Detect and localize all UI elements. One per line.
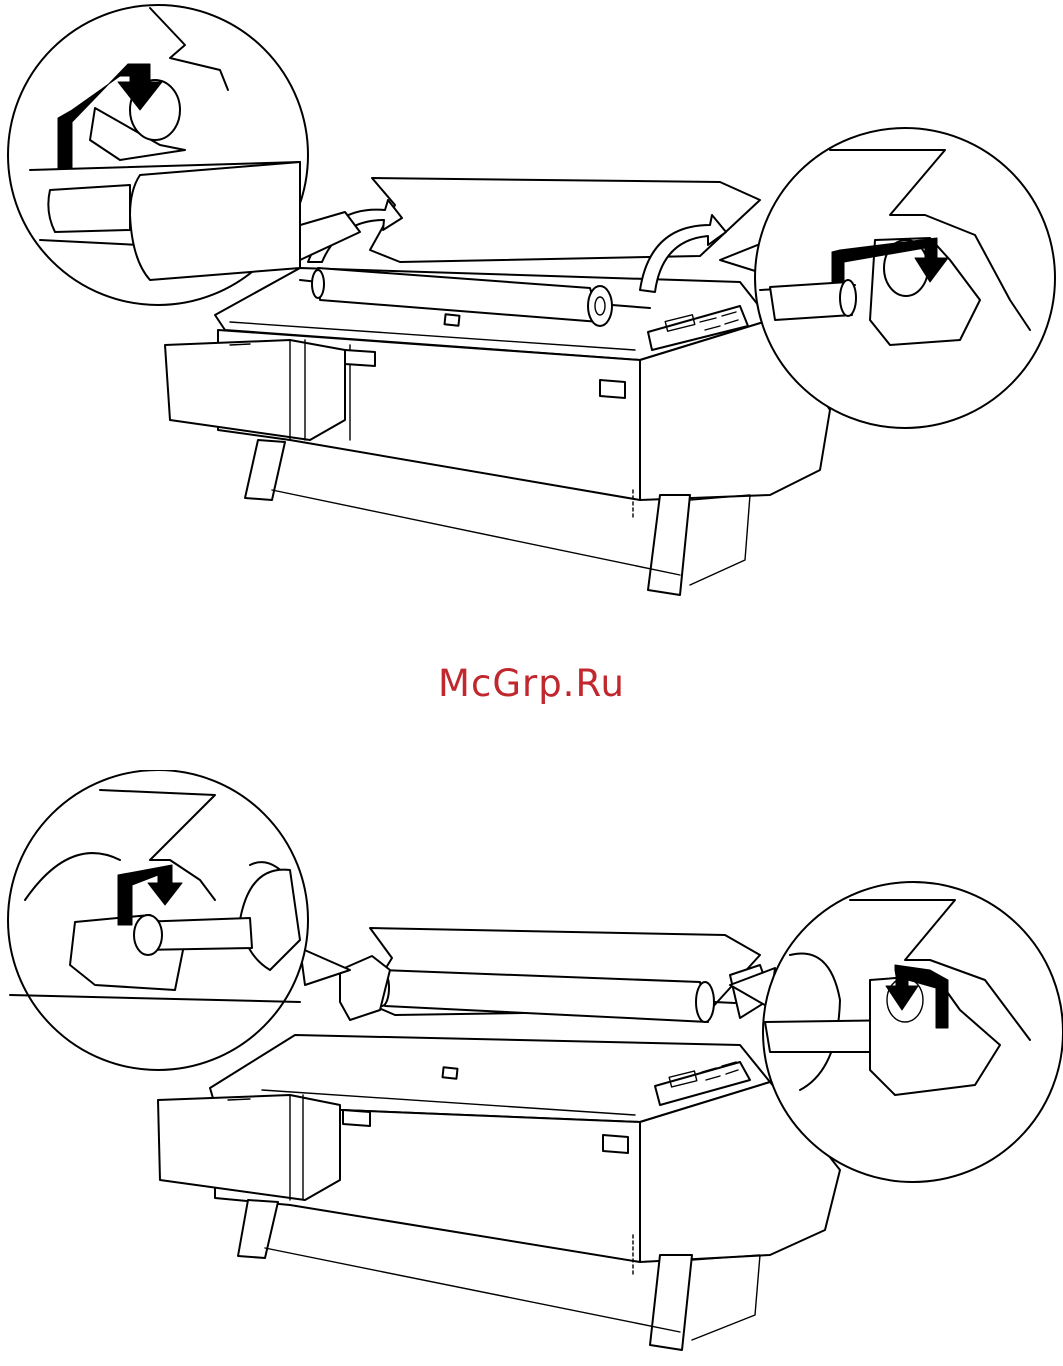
- bottom-illustration: [0, 770, 1063, 1366]
- top-printer-diagram: [0, 0, 1063, 620]
- top-illustration: [0, 0, 1063, 620]
- left-spindle-holder-zoom: [8, 770, 308, 1070]
- left-spindle-holder-zoom: [8, 5, 308, 305]
- bottom-printer-diagram: [0, 770, 1063, 1366]
- right-spindle-holder-zoom: [763, 882, 1063, 1182]
- watermark-text: McGrp.Ru: [0, 662, 1063, 705]
- right-spindle-holder-zoom: [755, 128, 1055, 428]
